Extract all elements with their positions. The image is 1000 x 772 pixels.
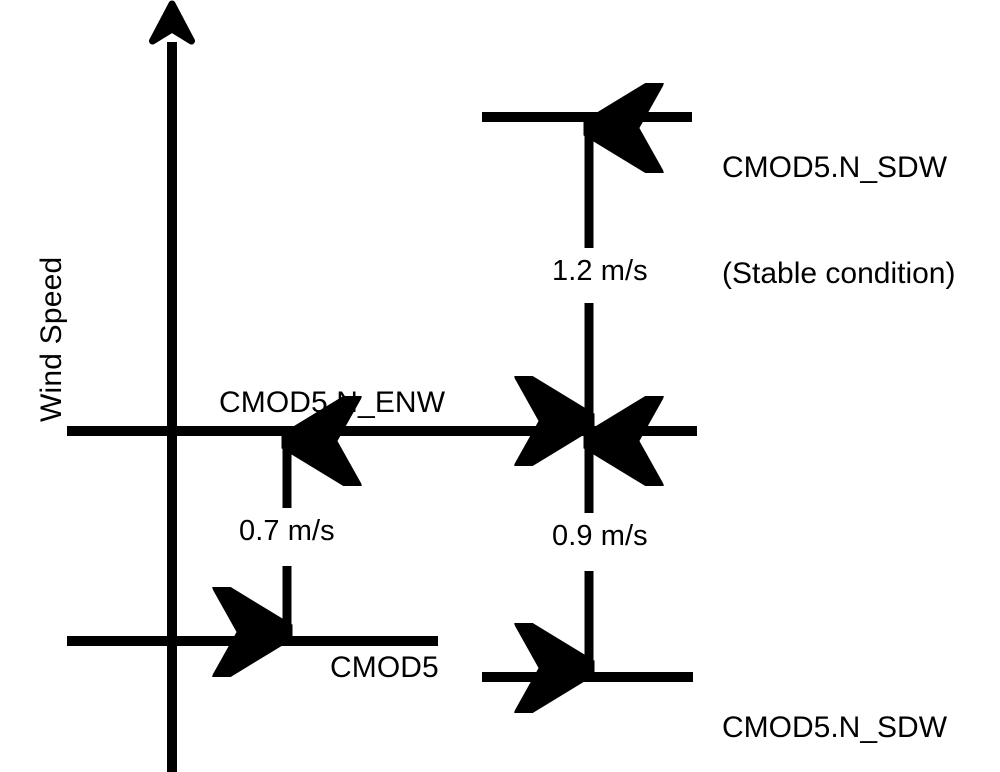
y-axis-up-arrow-icon	[149, 0, 195, 45]
measure-label-stable-gap: 1.2 m/s	[545, 254, 655, 289]
measure-label-unstable-gap: 0.9 m/s	[545, 519, 655, 554]
level-label-sdw-unstable-line1: CMOD5.N_SDW	[722, 710, 948, 744]
level-label-sdw-stable-line2: (Stable condition)	[722, 256, 956, 290]
level-label-sdw-stable-line1: CMOD5.N_SDW	[722, 150, 948, 184]
y-axis	[149, 0, 195, 772]
level-label-cmod5: CMOD5	[330, 651, 439, 684]
level-label-enw: CMOD5.N_ENW	[219, 386, 446, 419]
measure-label-cmod5-gap: 0.7 m/s	[232, 514, 342, 549]
y-axis-label: Wind Speed	[35, 256, 68, 422]
level-label-sdw-stable: CMOD5.N_SDW (Stable condition)	[722, 79, 955, 362]
level-label-sdw-unstable: CMOD5.N_SDW (Unstable condition)	[722, 639, 989, 772]
